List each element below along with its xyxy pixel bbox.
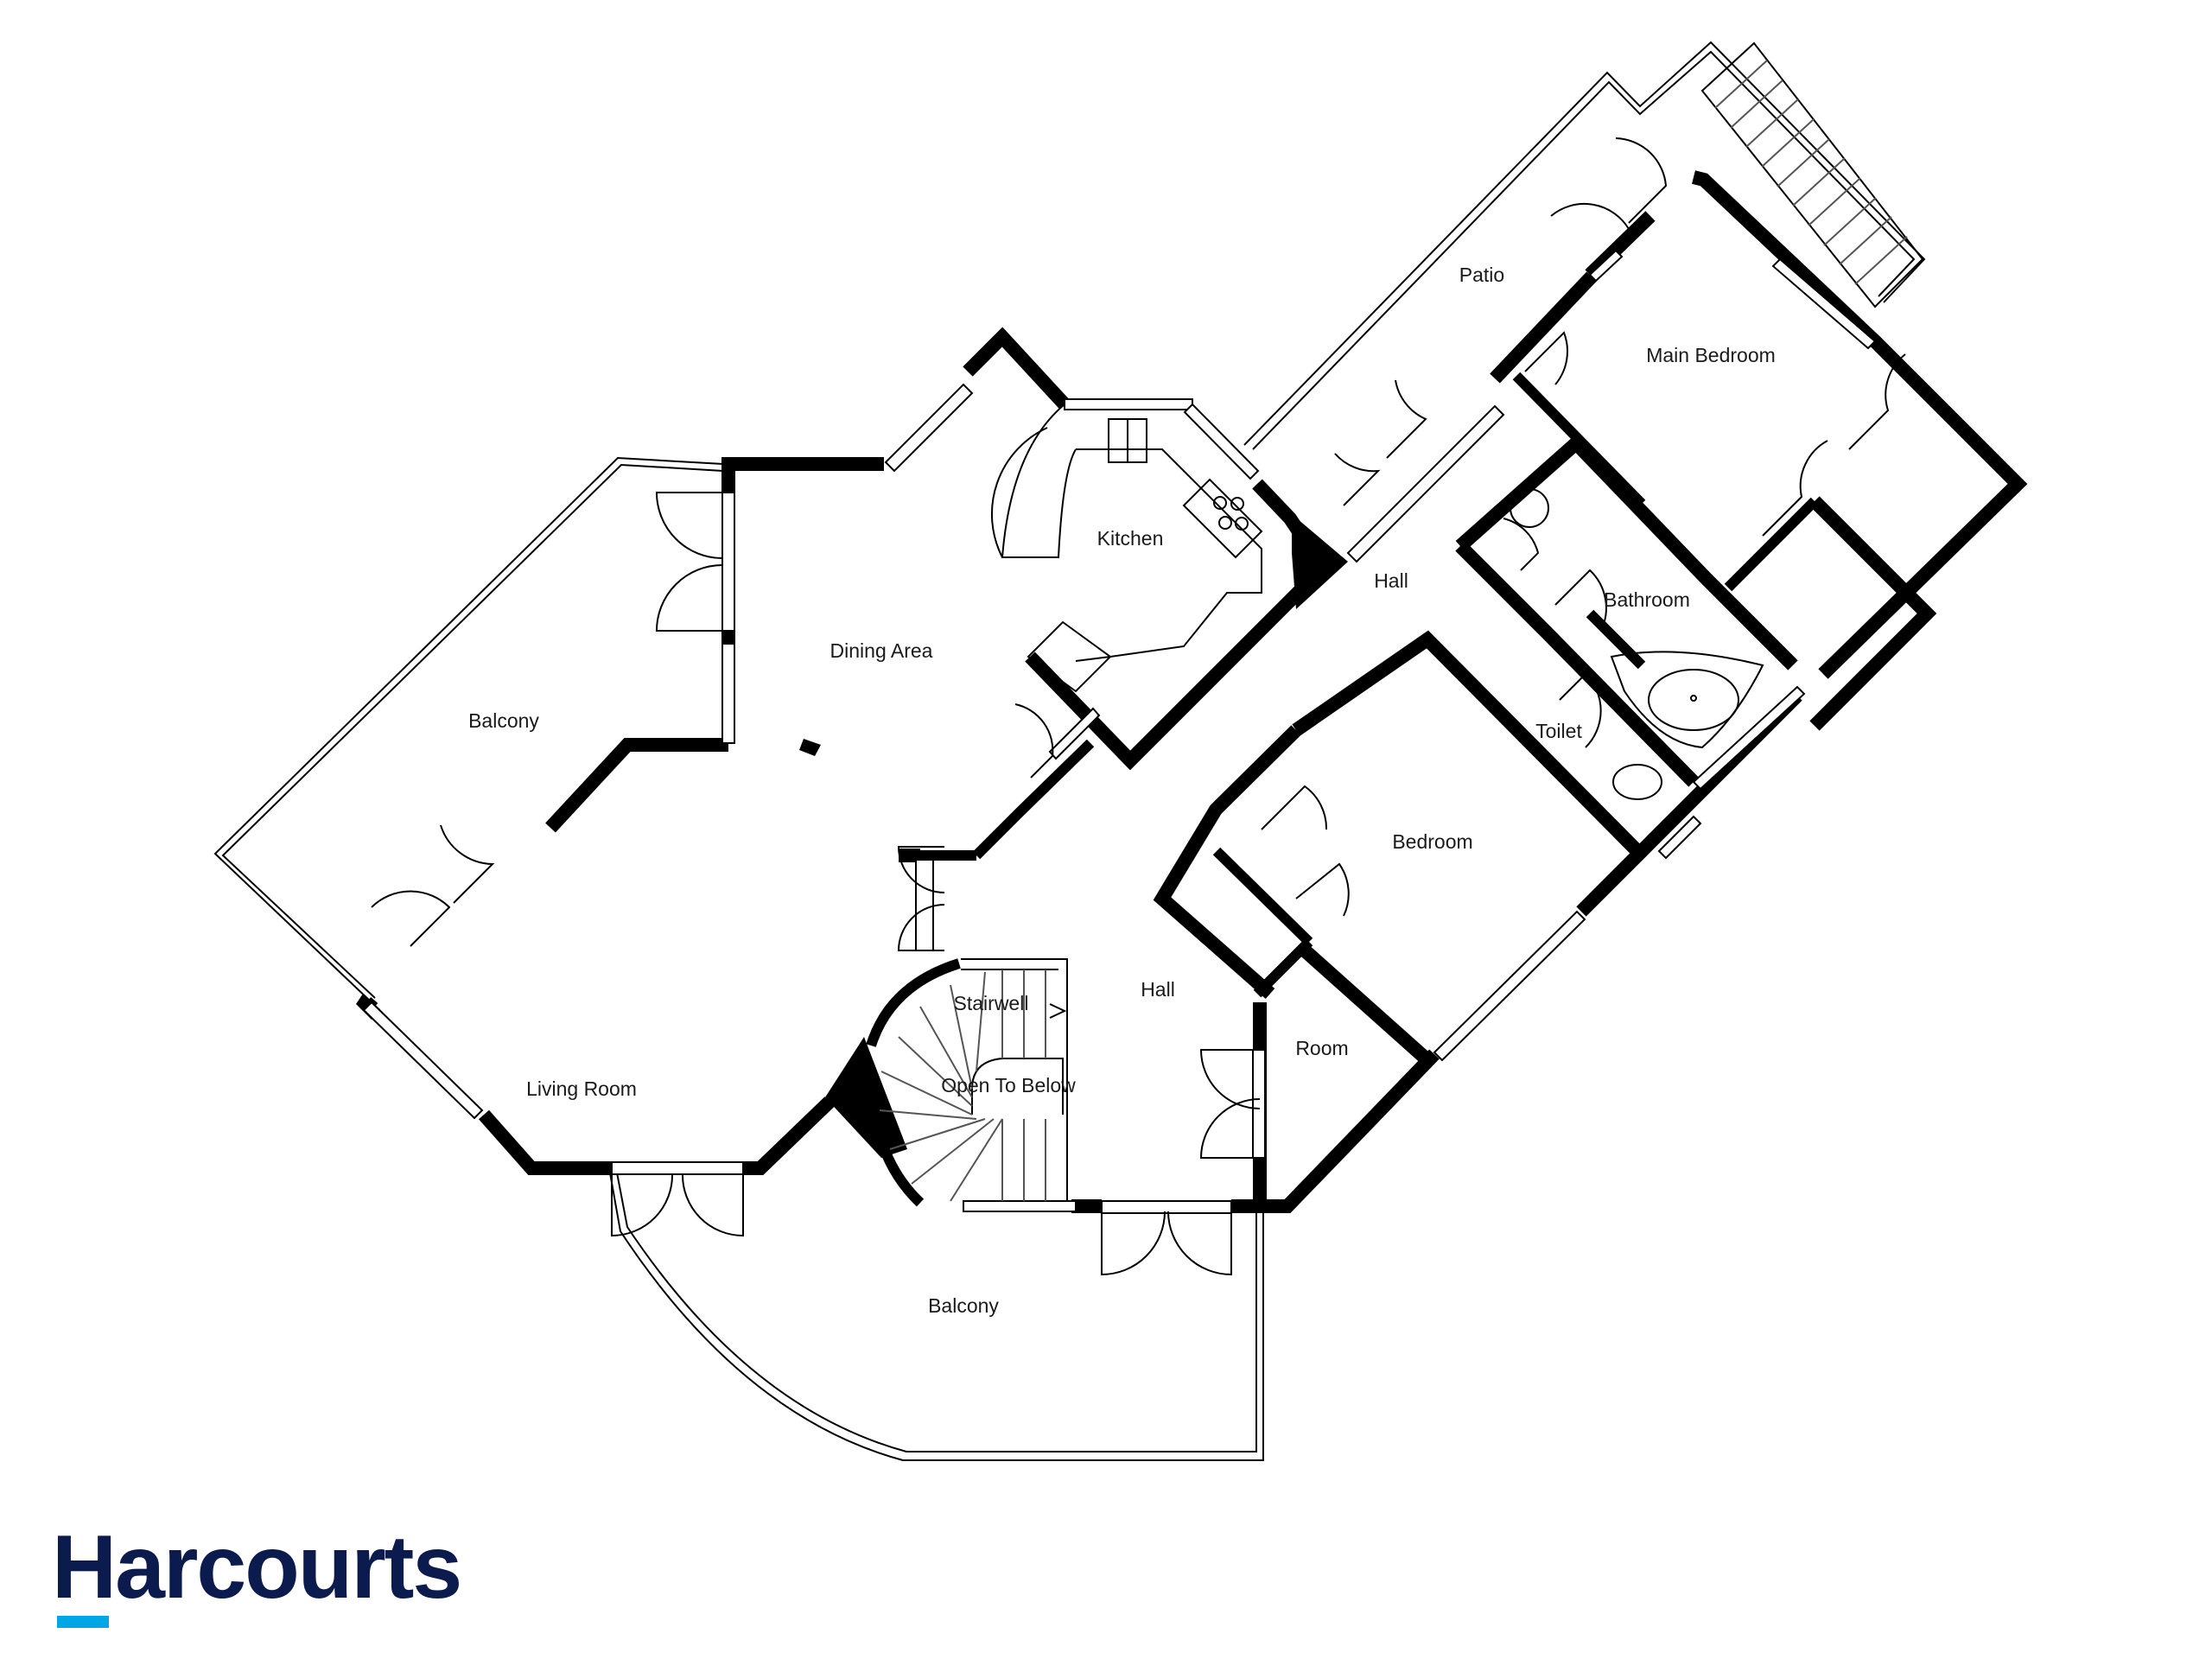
bathroom-fixtures: [1510, 488, 1764, 800]
room-label-room: Room: [1295, 1037, 1348, 1059]
room-label-main-bedroom: Main Bedroom: [1646, 344, 1776, 366]
kitchen-fixtures: [1001, 404, 1263, 693]
windows: [362, 249, 1877, 1214]
brand-logo-wordmark: Harcourts: [52, 1517, 462, 1618]
room-label-balcony-left: Balcony: [468, 709, 539, 732]
balcony-left-outline: [213, 456, 724, 1003]
room-label-stairwell: Stairwell: [954, 992, 1029, 1014]
patio-outline: [1243, 41, 1926, 450]
room-label-kitchen: Kitchen: [1097, 527, 1164, 550]
brand-logo: Harcourts: [52, 1517, 462, 1628]
room-label-hall-upper: Hall: [1374, 569, 1408, 592]
brand-logo-underline: [57, 1616, 109, 1628]
doors: [371, 137, 1906, 1276]
room-label-living-room: Living Room: [526, 1077, 637, 1100]
room-label-toilet: Toilet: [1535, 720, 1582, 742]
stairwell-stair: [866, 958, 1068, 1207]
exterior-stair: [1700, 41, 1924, 308]
structural-columns: [356, 514, 1348, 1158]
room-label-balcony-bottom: Balcony: [928, 1294, 999, 1317]
room-label-dining-area: Dining Area: [830, 639, 933, 662]
room-label-bedroom: Bedroom: [1392, 830, 1472, 853]
room-label-patio: Patio: [1459, 264, 1504, 286]
room-label-bathroom: Bathroom: [1604, 588, 1690, 611]
exterior-walls: [361, 170, 2028, 1213]
room-label-hall-lower: Hall: [1141, 978, 1175, 1001]
room-label-open-to-below: Open To Below: [941, 1074, 1076, 1096]
balcony-bottom-outline: [608, 1167, 1264, 1461]
